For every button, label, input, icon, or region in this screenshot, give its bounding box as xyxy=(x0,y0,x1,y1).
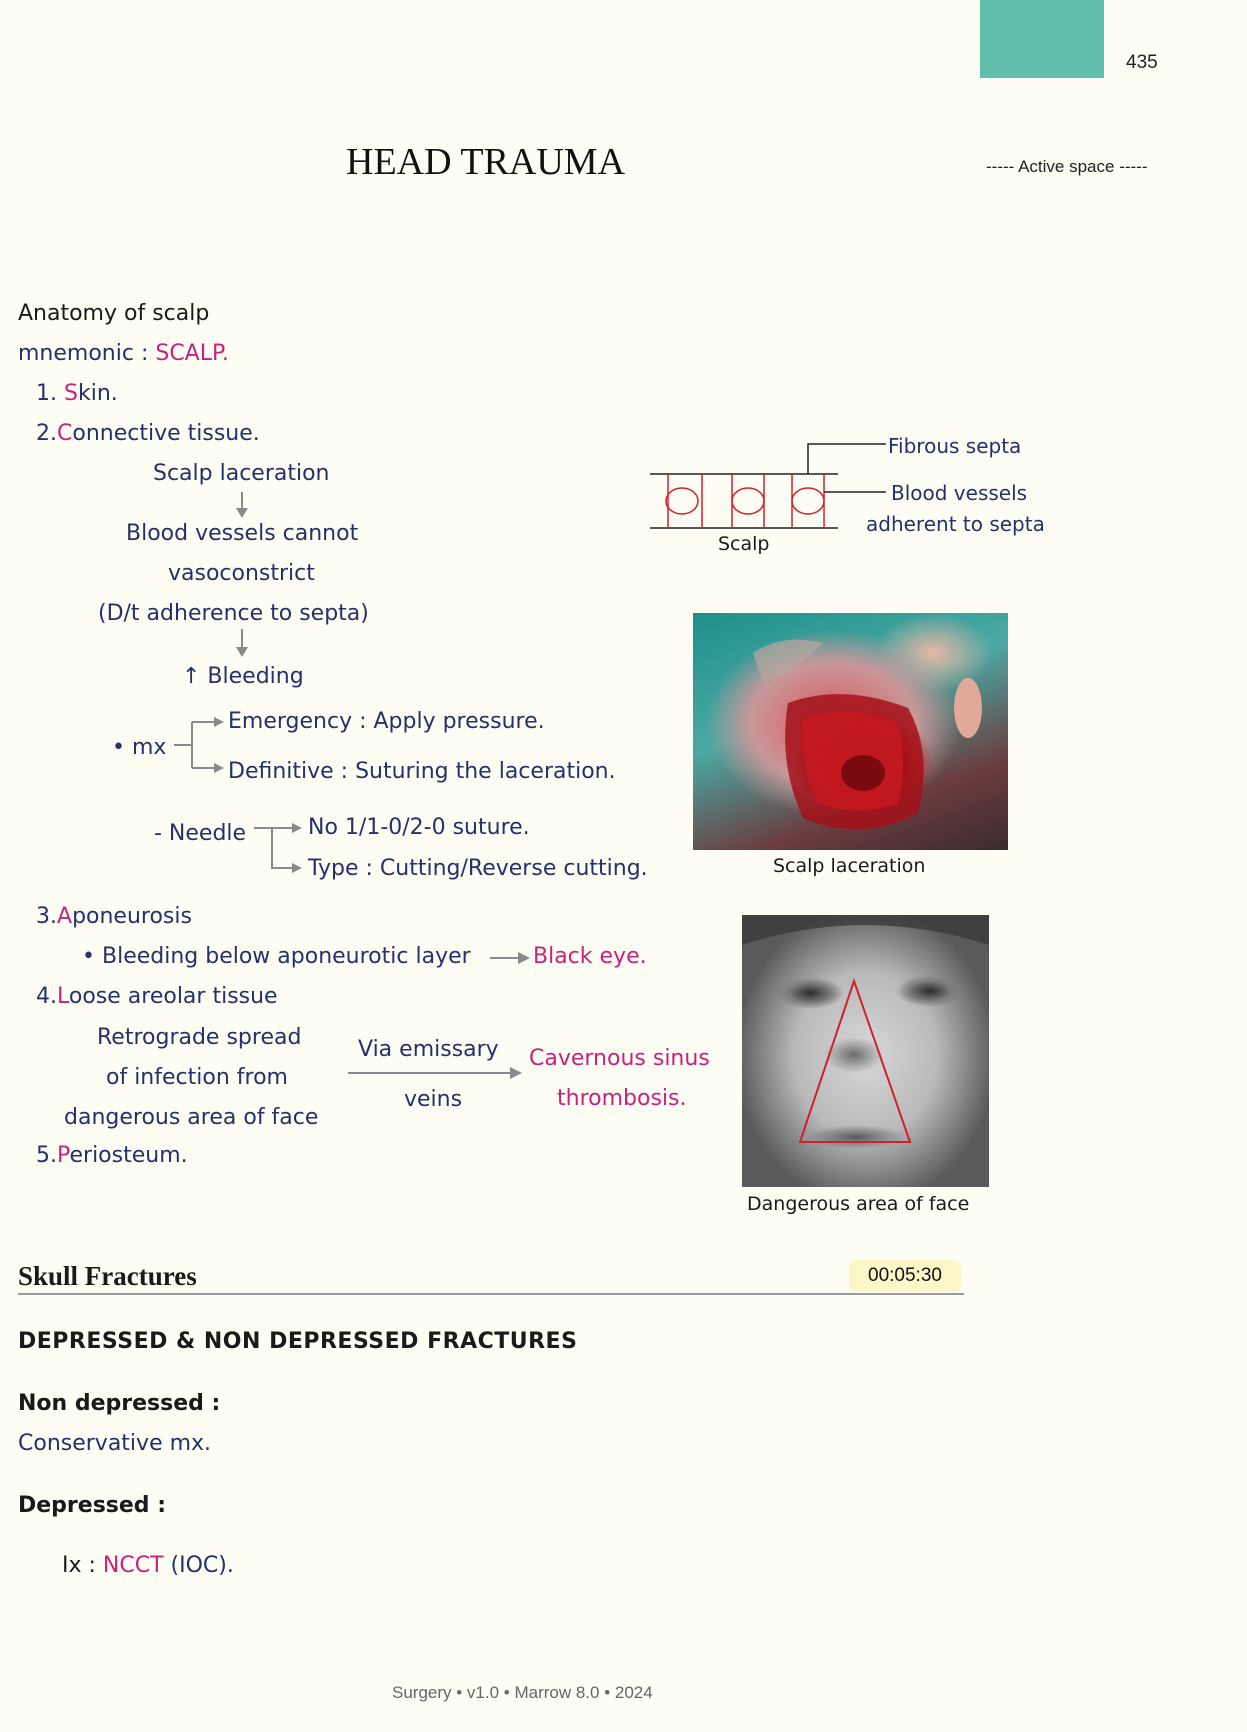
right-arrow-icon xyxy=(490,952,530,964)
needle-type: Type : Cutting/Reverse cutting. xyxy=(308,856,648,881)
investigation-line: Ix : NCCT (IOC). xyxy=(62,1553,234,1578)
non-depressed-value: Conservative mx. xyxy=(18,1431,212,1456)
diagram-label-fibrous: Fibrous septa xyxy=(888,434,1022,458)
dangerous-area-face-photo xyxy=(742,915,989,1187)
mx-emergency: Emergency : Apply pressure. xyxy=(228,709,545,734)
flow-step-adherence: (D/t adherence to septa) xyxy=(98,601,369,626)
investigation-value: NCCT xyxy=(102,1553,164,1578)
flow-step-vessels: Blood vessels cannot xyxy=(126,521,359,546)
mnemonic-letter: P xyxy=(57,1143,70,1168)
list-item-periosteum: 5.Periosteum. xyxy=(36,1143,188,1168)
list-item-skin: 1. Skin. xyxy=(36,381,118,406)
cavernous-result-2: thrombosis. xyxy=(557,1086,687,1111)
mnemonic-letter: A xyxy=(57,904,73,929)
page-title: HEAD TRAUMA xyxy=(346,141,626,183)
video-timestamp-badge[interactable]: 00:05:30 xyxy=(849,1260,961,1292)
list-item-number: 2. xyxy=(36,421,57,446)
flow-step-bleeding: ↑ Bleeding xyxy=(182,664,304,689)
mx-definitive: Definitive : Suturing the laceration. xyxy=(228,759,616,784)
mnemonic-letter: S xyxy=(64,381,78,406)
mnemonic-label: mnemonic : xyxy=(18,341,149,366)
scalp-laceration-caption: Scalp laceration xyxy=(773,855,926,877)
aponeurosis-result: Black eye. xyxy=(533,944,647,969)
mnemonic-letter: C xyxy=(57,421,73,446)
needle-label: - Needle xyxy=(154,821,247,846)
mnemonic-letter: L xyxy=(57,984,69,1009)
face-caption: Dangerous area of face xyxy=(747,1193,970,1215)
list-item-text: onnective tissue. xyxy=(72,421,260,446)
depressed-label: Depressed : xyxy=(18,1493,167,1518)
emissary-label-2: veins xyxy=(404,1087,463,1112)
cavernous-result-1: Cavernous sinus xyxy=(529,1046,710,1071)
investigation-label: Ix : xyxy=(62,1553,96,1578)
list-item-number: 1. xyxy=(36,381,57,406)
bracket-arrow-icon xyxy=(254,823,302,873)
down-arrow-icon xyxy=(236,492,248,518)
section-heading-skull-fractures: Skull Fractures xyxy=(18,1261,197,1291)
diagram-label-scalp: Scalp xyxy=(718,533,770,555)
active-space-label: ----- Active space ----- xyxy=(986,157,1148,176)
investigation-suffix: (IOC). xyxy=(170,1553,234,1578)
areolar-line-1: Retrograde spread xyxy=(97,1025,302,1050)
list-item-text: poneurosis xyxy=(72,904,192,929)
wound-illustration xyxy=(753,639,982,830)
list-item-text: oose areolar tissue xyxy=(68,984,278,1009)
diagram-label-vessels-2: adherent to septa xyxy=(866,512,1045,536)
scalp-septa-diagram xyxy=(650,443,844,529)
list-item-connective: 2.Connective tissue. xyxy=(36,421,260,446)
anatomy-heading: Anatomy of scalp xyxy=(18,301,210,326)
non-depressed-label: Non depressed : xyxy=(18,1391,221,1416)
list-item-aponeurosis: 3.Aponeurosis xyxy=(36,904,192,929)
page-number: 435 xyxy=(1126,52,1158,73)
list-item-text: kin. xyxy=(77,381,118,406)
page-tab-marker xyxy=(980,0,1104,78)
mx-text: mx xyxy=(131,735,167,760)
aponeurosis-note-text: Bleeding below aponeurotic layer xyxy=(101,944,471,969)
list-item-areolar: 4.Loose areolar tissue xyxy=(36,984,278,1009)
areolar-line-2: of infection from xyxy=(106,1065,288,1090)
flow-step-laceration: Scalp laceration xyxy=(153,461,330,486)
mx-label: • mx xyxy=(112,735,167,760)
list-item-text: eriosteum. xyxy=(69,1143,188,1168)
aponeurosis-note: • Bleeding below aponeurotic layer xyxy=(82,944,471,969)
danger-triangle-overlay xyxy=(742,915,989,1143)
page-footer: Surgery • v1.0 • Marrow 8.0 • 2024 xyxy=(392,1683,653,1702)
needle-number: No 1/1-0/2-0 suture. xyxy=(308,815,530,840)
diagram-label-vessels-1: Blood vessels xyxy=(891,481,1028,505)
fractures-subheading: DEPRESSED & NON DEPRESSED FRACTURES xyxy=(18,1329,578,1354)
down-arrow-icon xyxy=(236,629,248,657)
list-item-number: 3. xyxy=(36,904,57,929)
flow-step-vasoconstrict: vasoconstrict xyxy=(168,561,315,586)
mnemonic-value: SCALP. xyxy=(155,341,229,366)
list-item-number: 4. xyxy=(36,984,57,1009)
mnemonic-line: mnemonic : SCALP. xyxy=(18,341,229,366)
areolar-line-3: dangerous area of face xyxy=(64,1105,319,1130)
list-item-number: 5. xyxy=(36,1143,57,1168)
right-arrow-icon xyxy=(348,1067,522,1079)
diagram-leader-lines xyxy=(844,443,886,493)
bracket-arrow-icon xyxy=(174,717,224,773)
section-divider xyxy=(18,1293,964,1295)
emissary-label-1: Via emissary xyxy=(358,1037,499,1062)
scalp-laceration-photo xyxy=(693,613,1008,850)
